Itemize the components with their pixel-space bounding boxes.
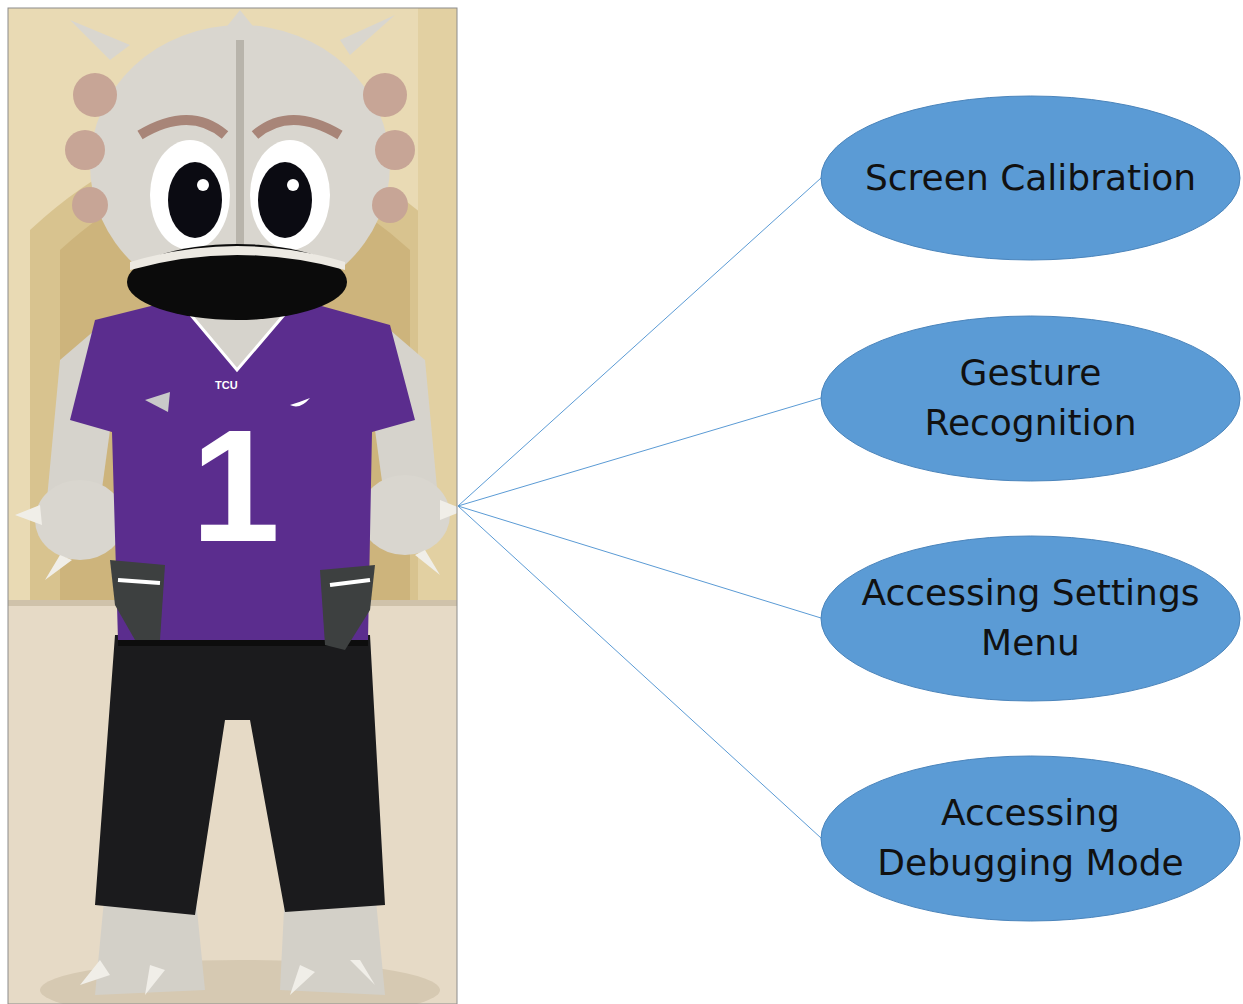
association-line [458, 506, 821, 838]
use-case-ellipse: Gesture Recognition [820, 315, 1241, 482]
association-line [458, 398, 821, 506]
jersey-text: 1 [191, 406, 280, 566]
jersey-text: TCU [215, 380, 238, 391]
association-line [458, 178, 821, 506]
association-line [458, 178, 821, 506]
use-case-ellipse: Accessing Settings Menu [820, 535, 1241, 702]
use-case-ellipse: Screen Calibration [820, 95, 1241, 261]
association-line [458, 398, 821, 506]
use-case-label: Accessing Debugging Mode [861, 788, 1201, 889]
association-line [458, 506, 821, 838]
association-line [458, 506, 821, 618]
mascot-actor: TCU 1 [8, 8, 457, 1004]
use-case-ellipse: Accessing Debugging Mode [820, 755, 1241, 922]
ellipse-outline [820, 535, 1241, 702]
use-case-label: Gesture Recognition [861, 348, 1201, 449]
association-line [458, 506, 821, 618]
ellipse-outline [820, 315, 1241, 482]
use-case-label: Screen Calibration [861, 153, 1201, 203]
use-case-label: Accessing Settings Menu [861, 568, 1201, 669]
ellipse-outline [820, 755, 1241, 922]
